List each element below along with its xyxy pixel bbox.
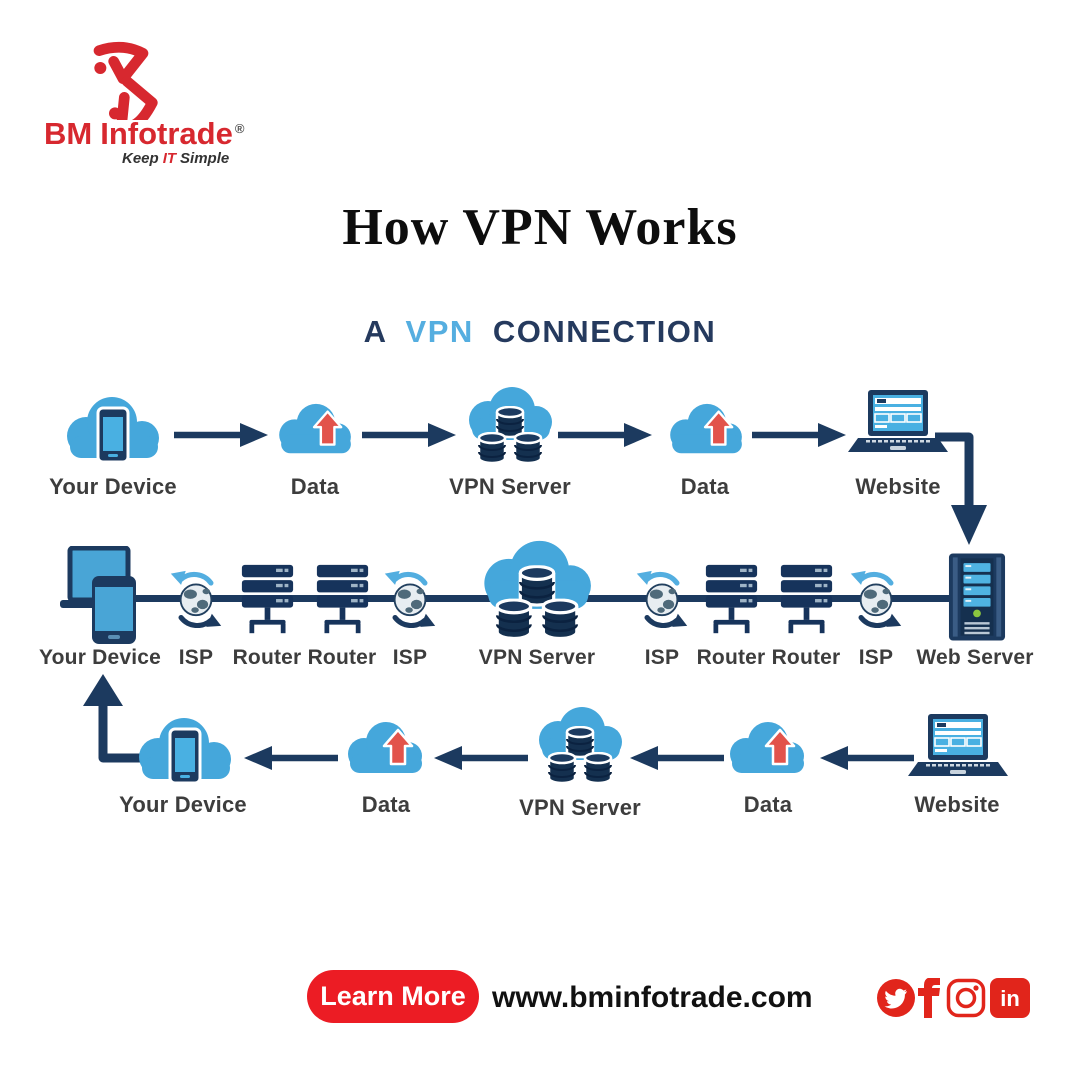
- linkedin-icon[interactable]: in: [990, 978, 1030, 1018]
- arrow-right-icon: [558, 421, 654, 449]
- row2-web-server-icon: [948, 552, 1006, 642]
- arrow-right-icon: [752, 421, 848, 449]
- row3-label-website: Website: [914, 792, 1000, 817]
- row1-label-data-in: Data: [680, 474, 730, 499]
- row1-vpn-server-icon: [458, 384, 562, 472]
- arrow-left-icon: [242, 744, 338, 772]
- learn-more-button[interactable]: Learn More: [307, 970, 479, 1023]
- row2-isp-icon: [382, 566, 438, 628]
- row2-your-device-icon: [58, 546, 138, 646]
- row1-data-out-icon: [273, 400, 359, 462]
- row2-isp-icon: [848, 566, 904, 628]
- row1-data-in-icon: [664, 400, 750, 462]
- arrow-left-icon: [628, 744, 724, 772]
- row1-label-vpn-server: VPN Server: [449, 474, 571, 499]
- twitter-icon[interactable]: [876, 978, 916, 1018]
- diagram-subtitle: A VPN CONNECTION: [0, 314, 1080, 350]
- row2-label-router: Router: [771, 646, 841, 669]
- website-to-webserver-arrow: [935, 432, 987, 545]
- facebook-icon[interactable]: [916, 978, 942, 1018]
- row2-isp-icon: [634, 566, 690, 628]
- row2-router-icon: [240, 562, 295, 638]
- brand-name-bm: BM: [44, 116, 93, 151]
- row1-website-icon: [848, 390, 948, 462]
- row2-router-icon: [704, 562, 759, 638]
- row2-label-vpn-server: VPN Server: [478, 646, 596, 669]
- row2-isp-icon: [168, 566, 224, 628]
- row2-vpn-server-icon: [470, 537, 604, 650]
- row3-label-data: Data: [743, 792, 793, 817]
- subtitle-connection: CONNECTION: [492, 314, 717, 349]
- linkedin-glyph: in: [1000, 986, 1020, 1011]
- row2-label-isp: ISP: [178, 646, 214, 669]
- row2-label-isp: ISP: [392, 646, 428, 669]
- row2-label-web-server: Web Server: [916, 646, 1034, 669]
- row1-your-device-icon: [60, 392, 168, 468]
- arrow-right-icon: [362, 421, 458, 449]
- row3-vpn-server-icon: [528, 704, 632, 792]
- row2-label-router: Router: [307, 646, 377, 669]
- row2-label-isp: ISP: [858, 646, 894, 669]
- row3-data-icon: [342, 718, 430, 782]
- website-url[interactable]: www.bminfotrade.com: [492, 981, 813, 1014]
- arrow-left-icon: [818, 744, 914, 772]
- row2-label-your-device: Your Device: [38, 646, 162, 669]
- row2-label-isp: ISP: [644, 646, 680, 669]
- row2-label-router: Router: [232, 646, 302, 669]
- subtitle-vpn: VPN: [405, 314, 474, 349]
- bm-infotrade-logo-icon: [93, 41, 158, 120]
- row3-label-vpn-server: VPN Server: [519, 795, 641, 820]
- row2-router-icon: [315, 562, 370, 638]
- row3-website-icon: [908, 714, 1008, 786]
- row3-label-your-device: Your Device: [119, 792, 247, 817]
- row2-label-router: Router: [696, 646, 766, 669]
- registered-mark: ®: [234, 120, 245, 136]
- row3-your-device-icon: [132, 712, 240, 790]
- row3-data-icon: [724, 718, 812, 782]
- row1-label-data-out: Data: [290, 474, 340, 499]
- row3-label-data: Data: [361, 792, 411, 817]
- instagram-icon[interactable]: [946, 978, 986, 1018]
- arrow-left-icon: [432, 744, 528, 772]
- brand-name-rest: Infotrade: [100, 116, 233, 151]
- subtitle-a: A: [363, 314, 387, 349]
- row2-router-icon: [779, 562, 834, 638]
- row1-label-your-device: Your Device: [49, 474, 177, 499]
- arrow-right-icon: [174, 421, 270, 449]
- page-title: How VPN Works: [342, 199, 738, 256]
- row1-label-website: Website: [855, 474, 941, 499]
